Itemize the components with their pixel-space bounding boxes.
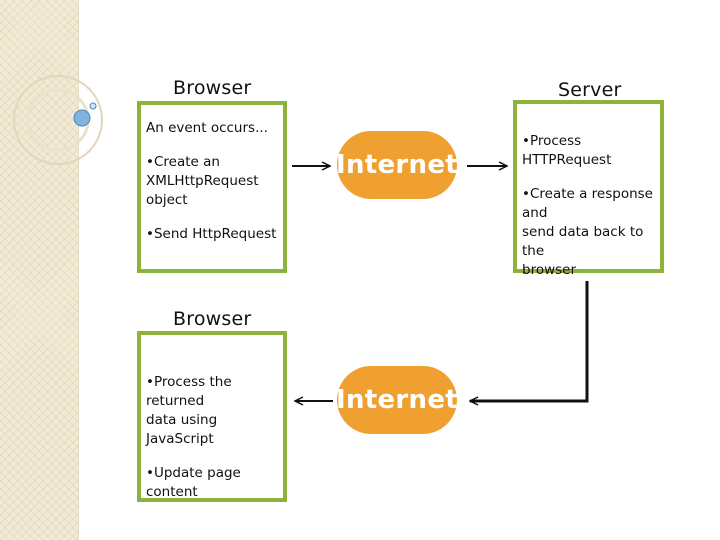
internet-pill-top: Internet: [336, 131, 458, 199]
server-heading: Server: [558, 79, 622, 101]
decorative-circles: [13, 75, 103, 165]
internet-pill-bottom: Internet: [336, 366, 458, 434]
box-line: •Create a response and: [522, 186, 653, 221]
box-line: send data back to the: [522, 224, 644, 259]
box-line: browser: [522, 262, 577, 278]
box-line: •Update page content: [146, 465, 241, 500]
box-line: •Process HTTPRequest: [522, 133, 612, 168]
box-line: •Create an: [146, 154, 220, 170]
browser-box-bottom: •Process the returned data using JavaScr…: [137, 331, 287, 502]
browser-heading-top: Browser: [173, 77, 252, 99]
box-line: An event occurs...: [146, 120, 268, 136]
box-line: data using JavaScript: [146, 412, 218, 447]
box-line: •Process the returned: [146, 374, 232, 409]
browser-heading-bottom: Browser: [173, 308, 252, 330]
arrow-server-to-internet: [470, 281, 589, 401]
box-line: XMLHttpRequest object: [146, 173, 259, 208]
server-box: •Process HTTPRequest •Create a response …: [513, 100, 664, 278]
box-line: •Send HttpRequest: [146, 226, 277, 242]
browser-box-top: An event occurs... •Create an XMLHttpReq…: [137, 101, 287, 273]
